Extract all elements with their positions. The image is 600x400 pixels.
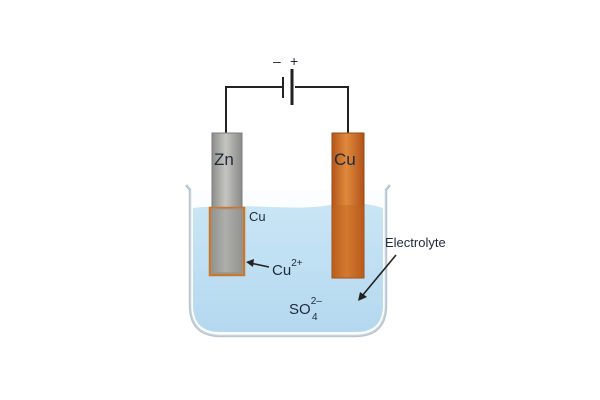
cu-ion-arrow <box>246 259 270 268</box>
copper-electrode-label: Cu <box>334 150 356 169</box>
coating-label: Cu <box>249 209 266 224</box>
sulfate-subscript: 4 <box>312 312 318 323</box>
wire-right <box>295 86 349 133</box>
beaker <box>185 184 391 338</box>
copper-electrode <box>331 132 365 279</box>
battery-plus-label: + <box>290 53 298 69</box>
wire-left <box>225 86 282 133</box>
cu-ion-label: Cu2+ <box>272 258 303 279</box>
battery-minus-label: – <box>273 53 281 69</box>
electrolyte-arrow <box>358 254 397 301</box>
zinc-electrode <box>208 132 246 277</box>
electrolyte-label: Electrolyte <box>385 235 446 250</box>
sulfate-ion-label: SO2– <box>289 296 322 318</box>
battery-icon <box>282 69 294 105</box>
zinc-electrode-label: Zn <box>214 150 234 169</box>
